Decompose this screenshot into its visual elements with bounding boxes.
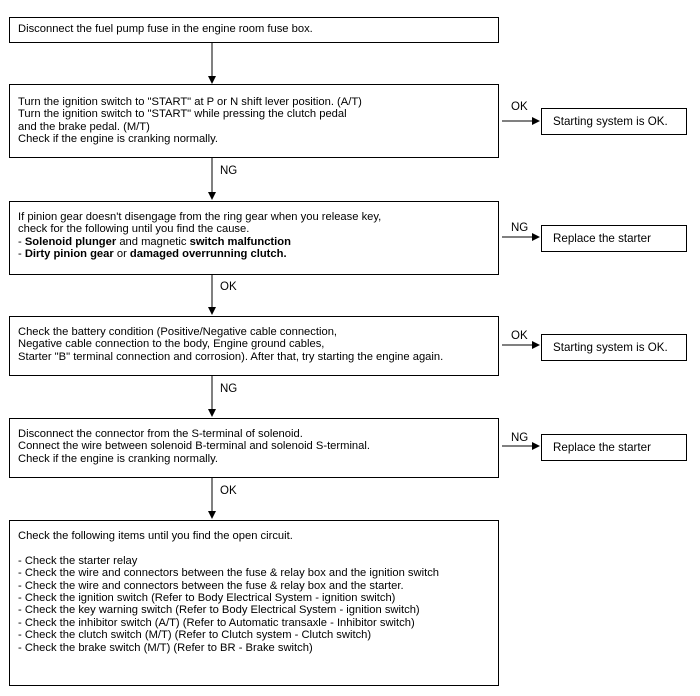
step6-item-3: - Check the wire and connectors between … xyxy=(18,579,404,592)
step2-ok-label: OK xyxy=(511,101,528,113)
step4-line-1: Check the battery condition (Positive/Ne… xyxy=(18,326,338,338)
step6-item-6: - Check the inhibitor switch (A/T) (Refe… xyxy=(18,616,415,629)
step4-next-label: NG xyxy=(220,383,238,395)
step2-line-3: and the brake pedal. (M/T) xyxy=(18,120,150,133)
step5-next-label: OK xyxy=(220,485,237,497)
step5-ng-result: Replace the starter xyxy=(553,441,651,454)
step2-ok-result-box: Starting system is OK. xyxy=(541,108,687,135)
step6-item-8: - Check the brake switch (M/T) (Refer to… xyxy=(18,641,313,654)
step3-ng-result: Replace the starter xyxy=(553,232,651,245)
step6-heading: Check the following items until you find… xyxy=(18,530,293,542)
step6-spacer xyxy=(18,542,439,554)
step6-item-2: - Check the wire and connectors between … xyxy=(18,567,440,580)
step3-line-2: check for the following until you find t… xyxy=(18,223,250,236)
step3-box: If pinion gear doesn't disengage from th… xyxy=(9,201,499,275)
step4-ok-label: OK xyxy=(511,330,528,342)
step6-box: Check the following items until you find… xyxy=(9,520,499,686)
step4-ok-result-box: Starting system is OK. xyxy=(541,334,687,361)
step5-line-1: Disconnect the connector from the S-term… xyxy=(18,428,303,440)
step4-line-3: Starter "B" terminal connection and corr… xyxy=(18,350,444,363)
step5-ng-result-box: Replace the starter xyxy=(541,434,687,461)
step4-box: Check the battery condition (Positive/Ne… xyxy=(9,316,499,376)
step3-item-1: - Solenoid plunger and magnetic switch m… xyxy=(18,235,291,248)
step2-next-label: NG xyxy=(220,165,238,177)
step2-line-2: Turn the ignition switch to "START" whil… xyxy=(18,108,347,121)
step3-line-1: If pinion gear doesn't disengage from th… xyxy=(18,211,382,223)
step5-box: Disconnect the connector from the S-term… xyxy=(9,418,499,478)
step1-box: Disconnect the fuel pump fuse in the eng… xyxy=(9,17,499,43)
step2-box: Turn the ignition switch to "START" at P… xyxy=(9,84,499,158)
step3-ng-label: NG xyxy=(511,222,529,234)
step5-line-3: Check if the engine is cranking normally… xyxy=(18,452,219,465)
step6-item-7: - Check the clutch switch (M/T) (Refer t… xyxy=(18,629,372,642)
step2-line-1: Turn the ignition switch to "START" at P… xyxy=(18,96,362,108)
step4-ok-result: Starting system is OK. xyxy=(553,341,668,354)
step5-line-2: Connect the wire between solenoid B-term… xyxy=(18,440,370,453)
step3-next-label: OK xyxy=(220,281,237,293)
step4-line-2: Negative cable connection to the body, E… xyxy=(18,338,325,351)
step6-item-5: - Check the key warning switch (Refer to… xyxy=(18,604,420,617)
step2-ok-result: Starting system is OK. xyxy=(553,115,668,128)
step3-ng-result-box: Replace the starter xyxy=(541,225,687,252)
step3-item-2: - Dirty pinion gear or damaged overrunni… xyxy=(18,248,287,261)
step5-ng-label: NG xyxy=(511,432,529,444)
step2-line-4: Check if the engine is cranking normally… xyxy=(18,133,219,146)
step6-item-4: - Check the ignition switch (Refer to Bo… xyxy=(18,592,396,605)
step6-item-1: - Check the starter relay xyxy=(18,554,138,567)
step1-text: Disconnect the fuel pump fuse in the eng… xyxy=(18,23,313,35)
